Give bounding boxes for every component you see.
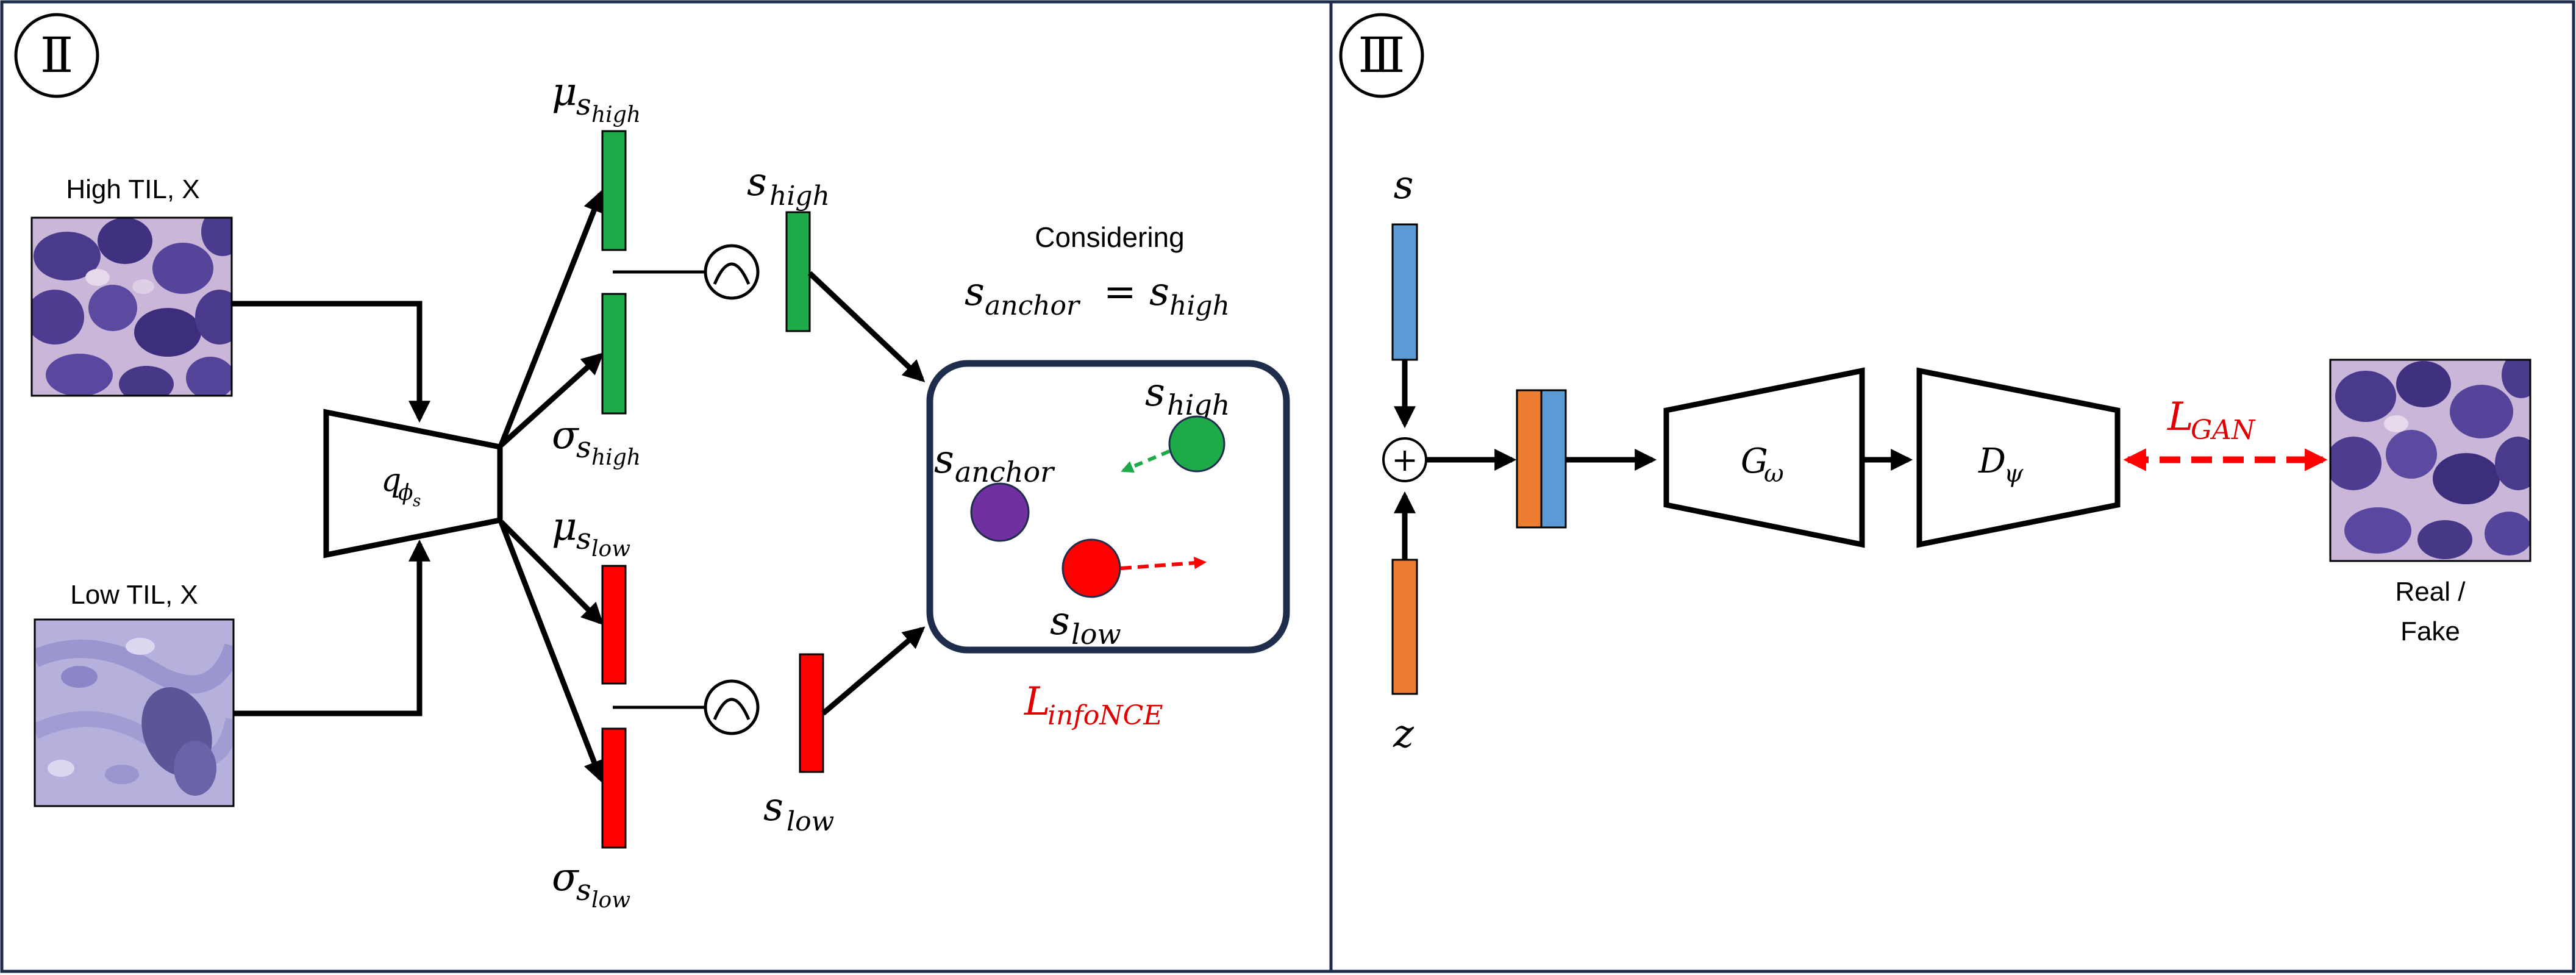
anchor-label: s anchor <box>934 437 1055 488</box>
mu-low-label: μ s low <box>552 504 630 562</box>
mu-high-bar <box>601 130 627 251</box>
svg-text:low: low <box>591 537 630 562</box>
svg-text:=: = <box>1104 270 1136 315</box>
svg-text:low: low <box>1071 618 1121 651</box>
svg-text:G: G <box>1741 441 1768 481</box>
svg-text:q: q <box>381 462 401 499</box>
gan-loss-label: L GAN <box>2167 395 2256 446</box>
sigma-low-label: σ s low <box>552 855 630 913</box>
svg-text:anchor: anchor <box>985 290 1081 321</box>
svg-text:ϕ: ϕ <box>398 480 413 505</box>
s-input-bar <box>1391 223 1418 361</box>
output-label-line2: Fake <box>2400 616 2460 646</box>
encoder-to-sigma-low-arrow <box>498 521 605 783</box>
push-arrow <box>1120 557 1207 570</box>
s-low-to-box-arrow <box>821 626 926 716</box>
s-high-to-box-arrow <box>807 271 926 382</box>
svg-text:μ: μ <box>552 70 577 115</box>
s-input-label: s <box>1394 163 1414 208</box>
output-image <box>2330 360 2530 561</box>
low-point <box>1061 538 1121 598</box>
svg-text:anchor: anchor <box>955 455 1055 488</box>
panel-two-number: Ⅱ <box>40 27 73 84</box>
concat-blue-bar <box>1540 389 1567 529</box>
mu-low-bar <box>601 565 627 685</box>
s-high-bar <box>785 211 811 332</box>
encoder-trapezoid <box>323 409 503 559</box>
svg-text:high: high <box>769 180 830 212</box>
discriminator-trapezoid <box>1916 367 2121 548</box>
svg-text:L: L <box>1024 679 1051 724</box>
svg-text:infoNCE: infoNCE <box>1047 700 1163 731</box>
svg-text:s: s <box>413 492 421 510</box>
svg-text:low: low <box>591 888 630 913</box>
sigma-high-bar <box>601 293 627 415</box>
svg-text:s: s <box>576 873 591 907</box>
low-til-image <box>35 620 234 806</box>
z-input-bar <box>1391 559 1418 695</box>
svg-text:s: s <box>1145 370 1165 415</box>
concat-plus-icon: + <box>1382 437 1427 482</box>
high-to-encoder-arrow <box>232 301 430 423</box>
low-to-encoder-arrow <box>234 539 430 716</box>
s-low-label: s low <box>763 785 834 837</box>
considering-label: Considering <box>1035 221 1184 253</box>
mu-high-label: μ s high <box>552 70 641 127</box>
svg-text:s: s <box>576 522 591 556</box>
sampling-high-icon <box>704 244 760 300</box>
svg-text:ψ: ψ <box>2004 460 2024 488</box>
svg-text:s: s <box>576 88 591 122</box>
svg-text:L: L <box>2167 395 2194 440</box>
panel-three-badge: Ⅲ <box>1339 13 1424 98</box>
infonce-loss-label: L infoNCE <box>1024 679 1163 731</box>
sigma-high-label: σ s high <box>552 413 641 470</box>
high-til-image <box>32 218 232 396</box>
svg-text:+: + <box>1391 442 1418 479</box>
anchor-point <box>970 482 1030 542</box>
svg-text:s: s <box>965 270 985 315</box>
svg-text:σ: σ <box>552 855 580 900</box>
encoder-to-mu-low-arrow <box>499 520 604 626</box>
low-point-label: s low <box>1050 599 1121 651</box>
sampling-low-icon <box>704 679 760 735</box>
svg-text:μ: μ <box>552 504 577 549</box>
high-point <box>1168 415 1226 473</box>
svg-text:ω: ω <box>1764 460 1784 488</box>
svg-text:GAN: GAN <box>2191 415 2256 446</box>
generator-trapezoid <box>1663 367 1865 548</box>
encoder-to-mu-high-arrow <box>498 190 605 446</box>
output-label-line1: Real / <box>2396 577 2466 607</box>
svg-text:D: D <box>1978 441 2006 481</box>
svg-text:s: s <box>1050 599 1070 644</box>
svg-text:s: s <box>747 160 767 205</box>
s-high-label: s high <box>747 160 830 212</box>
svg-text:s: s <box>763 785 783 830</box>
panel-two-badge: Ⅱ <box>14 13 99 98</box>
generator-label: G ω <box>1741 441 1784 488</box>
svg-text:s: s <box>576 430 591 465</box>
pull-arrow <box>1121 449 1171 473</box>
low-til-label: Low TIL, X <box>70 580 198 610</box>
panel-three-number: Ⅲ <box>1358 27 1405 84</box>
considering-equation: s anchor = s high <box>965 270 1230 321</box>
svg-text:s: s <box>1149 270 1169 315</box>
high-til-label: High TIL, X <box>66 174 199 204</box>
svg-text:σ: σ <box>552 413 580 458</box>
sigma-low-bar <box>601 727 627 849</box>
panel-three-border <box>1329 0 2575 973</box>
svg-text:high: high <box>1169 290 1230 321</box>
z-input-label: z <box>1393 712 1415 757</box>
svg-text:low: low <box>787 806 834 837</box>
encoder-label: q ϕ s <box>381 462 421 510</box>
encoder-to-sigma-high-arrow <box>499 352 604 448</box>
svg-text:s: s <box>934 437 954 482</box>
concat-orange-bar <box>1516 389 1543 529</box>
svg-text:high: high <box>591 445 641 470</box>
s-low-bar <box>799 653 824 773</box>
discriminator-label: D ψ <box>1978 441 2024 488</box>
svg-text:high: high <box>591 102 641 127</box>
